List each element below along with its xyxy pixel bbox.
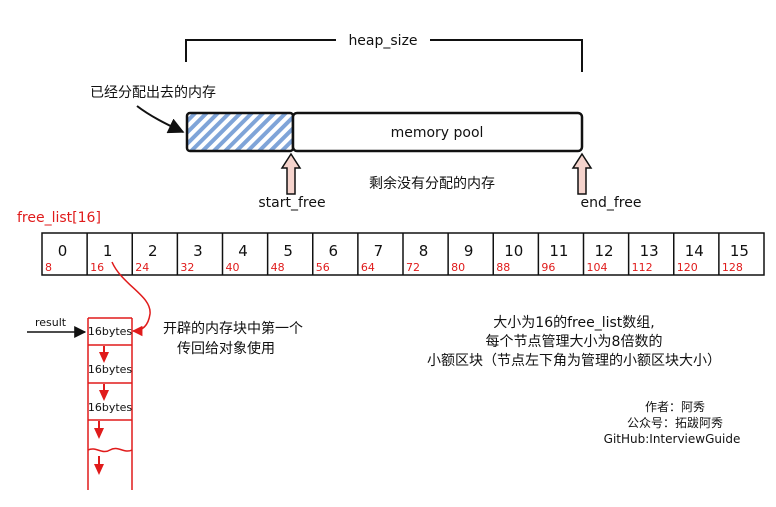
allocated-memory-label: 已经分配出去的内存 [90,85,216,101]
free-list-index: 13 [640,242,659,260]
free-list-index: 7 [374,242,384,260]
credit-line: 公众号：拓跋阿秀 [627,416,723,430]
first-block-note-line: 开辟的内存块中第一个 [163,320,303,337]
block-label: 16bytes [88,363,133,376]
free-list-size: 120 [677,261,698,274]
next-pointer-arrow-icon [94,464,104,475]
first-block-note-line: 传回给对象使用 [177,340,275,357]
free-list-index: 10 [504,242,523,260]
credit-line: 作者：阿秀 [645,400,705,414]
free-list-size: 128 [722,261,743,274]
heap-size-bracket: heap_size [185,33,583,72]
next-pointer-arrow-icon [99,390,109,401]
memory-pool-bar: memory pool [185,111,584,153]
result-label: result [35,316,67,329]
description-line: 每个节点管理大小为8倍数的 [486,334,663,350]
free-list-size: 32 [180,261,194,274]
free-list-size: 24 [135,261,149,274]
end-free-arrow-icon [571,152,593,195]
remaining-memory-label: 剩余没有分配的内存 [369,175,495,192]
free-list-size: 40 [226,261,240,274]
end-free-label: end_free [581,195,642,211]
allocated-region [185,111,295,153]
free-list-index: 1 [103,242,113,260]
start-free-label: start_free [258,195,325,211]
description-line: 大小为16的free_list数组, [493,315,654,331]
free-list-size: 104 [587,261,608,274]
free-list-size: 96 [541,261,555,274]
memory-pool-label: memory pool [391,125,484,141]
free-list-size: 72 [406,261,420,274]
cell-to-block-link [111,261,151,337]
free-list-index: 2 [148,242,158,260]
free-list-index: 12 [595,242,614,260]
allocated-pointer-arrow [136,105,185,134]
free-list-cells: 0811622433244054865676487298010881196121… [45,233,749,275]
block-label: 16bytes [88,401,133,414]
free-list-size: 48 [271,261,285,274]
free-list-index: 14 [685,242,704,260]
start-free-arrow-icon [280,152,302,195]
description-line: 小额区块（节点左下角为管理的小额区块大小） [427,353,721,369]
free-list-index: 4 [238,242,248,260]
free-list-index: 5 [283,242,293,260]
next-pointer-arrow-icon [99,352,109,363]
free-list-title: free_list[16] [17,210,101,226]
free-list-size: 16 [90,261,104,274]
free-list-size: 88 [496,261,510,274]
block-label: 16bytes [88,325,133,338]
free-list-size: 80 [451,261,465,274]
free-list-size: 112 [632,261,653,274]
free-list-index: 8 [419,242,429,260]
free-list-index: 11 [549,242,568,260]
memory-pool-region [291,111,584,153]
heap-size-label: heap_size [348,33,417,49]
free-list-size: 64 [361,261,375,274]
free-list-index: 9 [464,242,474,260]
free-list-index: 0 [58,242,68,260]
credit-line: GitHub:InterviewGuide [604,432,741,446]
free-list-index: 6 [329,242,339,260]
next-pointer-arrow-icon [94,428,104,439]
free-list-size: 8 [45,261,52,274]
free-list-index: 15 [730,242,749,260]
free-list-size: 56 [316,261,330,274]
free-list-index: 3 [193,242,203,260]
block-chain: 16bytes 16bytes 16bytes [87,317,133,490]
